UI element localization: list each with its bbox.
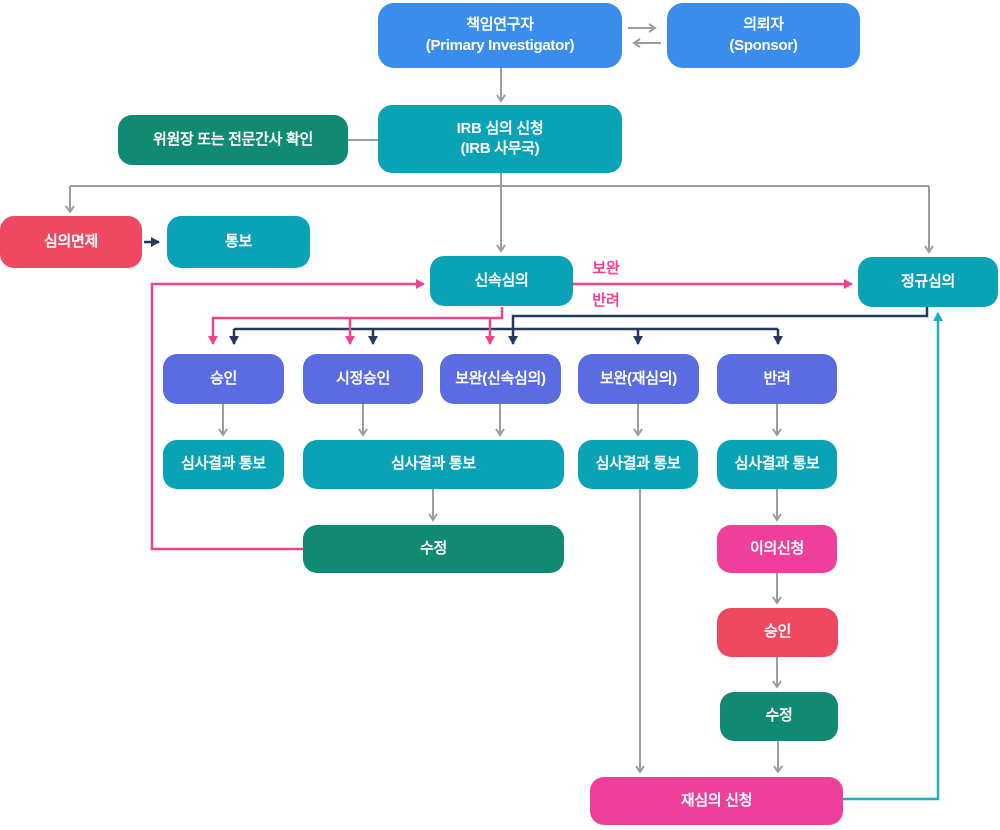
node-primary-investigator: 책임연구자 (Primary Investigator) — [378, 3, 622, 68]
node-objection-revision: 수정 — [720, 692, 838, 741]
node-rereview-application: 재심의 신청 — [590, 777, 843, 825]
node-label: 수정 — [419, 539, 447, 557]
node-sublabel: (Sponsor) — [729, 36, 798, 54]
node-label: 승인 — [209, 369, 237, 387]
node-label: 신속심의 — [474, 271, 529, 289]
node-rejection: 반려 — [717, 354, 837, 404]
node-notification: 통보 — [167, 216, 310, 268]
node-label: 보완(신속심의) — [455, 369, 546, 387]
node-objection: 이의신청 — [717, 525, 837, 573]
node-label: 승인 — [763, 623, 791, 641]
node-approval: 승인 — [163, 354, 284, 404]
node-sponsor: 의뢰자 (Sponsor) — [667, 3, 860, 68]
node-revision-rereview: 보완(재심의) — [578, 354, 699, 404]
node-revision-action: 수정 — [303, 525, 564, 573]
node-label: 심사결과 통보 — [181, 455, 266, 473]
node-result-notice-3: 심사결과 통보 — [578, 440, 698, 489]
node-review-exemption: 심의면제 — [0, 216, 142, 268]
node-label: 이의신청 — [749, 539, 804, 557]
node-objection-approval: 승인 — [717, 608, 838, 657]
node-label: 의뢰자 — [743, 16, 784, 34]
node-label: 시정승인 — [335, 369, 390, 387]
node-regular-review: 정규심의 — [858, 257, 998, 307]
node-label: 재심의 신청 — [680, 791, 753, 809]
node-revision-expedited: 보완(신속심의) — [440, 354, 561, 404]
node-label: 통보 — [224, 232, 252, 250]
node-sublabel: (Primary Investigator) — [425, 36, 575, 54]
node-label: IRB 심의 신청 — [456, 119, 544, 137]
node-label: 수정 — [765, 707, 793, 725]
node-result-notice-2: 심사결과 통보 — [303, 440, 564, 489]
node-chair-check: 위원장 또는 전문간사 확인 — [118, 115, 348, 165]
node-conditional-approval: 시정승인 — [303, 354, 423, 404]
node-sublabel: (IRB 사무국) — [460, 140, 540, 157]
node-label: 심사결과 통보 — [734, 455, 820, 473]
node-label: 반려 — [763, 369, 791, 387]
node-result-notice-4: 심사결과 통보 — [717, 440, 837, 489]
node-expedited-review: 신속심의 — [430, 256, 573, 306]
node-label: 심사결과 통보 — [391, 455, 476, 473]
edge-label-return: 반려 — [592, 292, 620, 309]
node-label: 정규심의 — [900, 272, 955, 290]
node-result-notice-1: 심사결과 통보 — [163, 440, 284, 489]
node-label: 심사결과 통보 — [595, 455, 681, 473]
edge-label-supplement: 보완 — [592, 260, 620, 277]
node-label: 보완(재심의) — [600, 369, 677, 387]
node-irb-application: IRB 심의 신청 (IRB 사무국) — [378, 105, 622, 173]
node-label: 위원장 또는 전문간사 확인 — [152, 130, 314, 148]
node-label: 책임연구자 — [466, 16, 534, 34]
node-label: 심의면제 — [43, 232, 98, 250]
